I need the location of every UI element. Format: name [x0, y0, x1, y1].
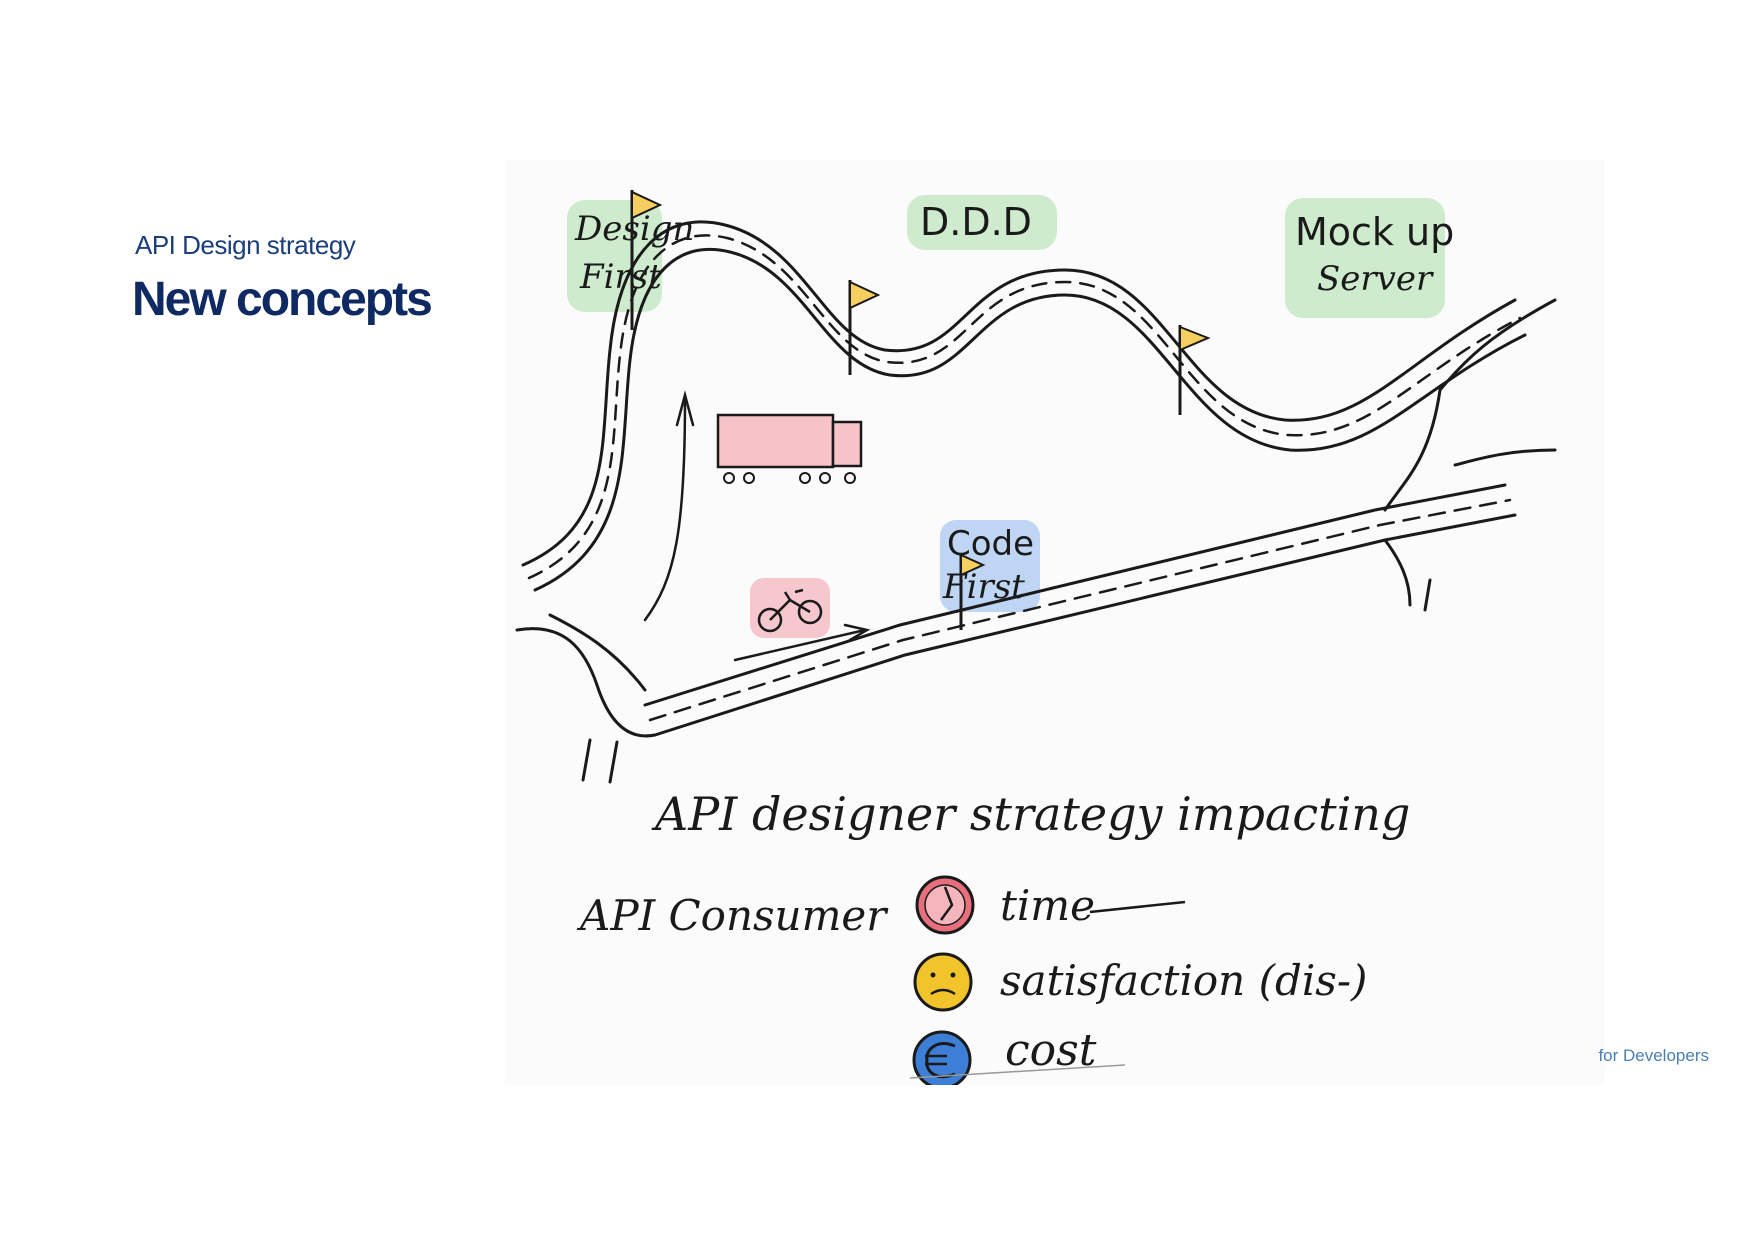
caption-line1: API designer strategy impacting: [651, 787, 1410, 841]
upper-road: [521, 220, 1527, 592]
design-first-label-line2: First: [579, 257, 662, 297]
roadmap-sketch: Design First D.D.D Mock up Server Code F…: [505, 160, 1605, 1085]
design-first-label-line1: Design: [574, 209, 694, 249]
impact-time-label: time: [1000, 881, 1095, 930]
ddd-label: D.D.D: [920, 200, 1032, 244]
code-first-label-line2: First: [942, 567, 1025, 607]
time-underline: [1089, 900, 1186, 914]
lower-road: [643, 483, 1517, 737]
caption-line2: API Consumer: [576, 891, 889, 940]
intersections: [515, 298, 1557, 784]
mockup-label-line1: Mock up: [1295, 210, 1454, 254]
route-arrows: [643, 390, 871, 662]
bicycle-icon: [757, 588, 823, 633]
design-first-highlight: [567, 200, 662, 312]
truck-icon: [716, 413, 863, 484]
impact-satisfaction-label: satisfaction (dis-): [1000, 956, 1367, 1005]
mockup-highlight: [1285, 198, 1445, 318]
ddd-highlight: [907, 195, 1057, 250]
flag-ddd: [848, 280, 881, 375]
flag-code-first: [959, 553, 986, 630]
flag-design-first: [630, 190, 663, 330]
page-title: New concepts: [132, 273, 433, 326]
code-first-highlight: [940, 520, 1040, 612]
footer-tagline: for Developers: [1598, 1046, 1709, 1065]
impact-cost-label: cost: [1005, 1025, 1097, 1076]
cost-underline: [909, 1064, 1126, 1079]
unhappy-face-icon: [913, 952, 973, 1012]
clock-icon: [915, 875, 975, 935]
mockup-label-line2: Server: [1317, 259, 1434, 299]
flag-mockup-server: [1178, 325, 1211, 415]
section-kicker: API Design strategy: [135, 230, 356, 260]
code-first-label-line1: Code: [947, 524, 1034, 564]
